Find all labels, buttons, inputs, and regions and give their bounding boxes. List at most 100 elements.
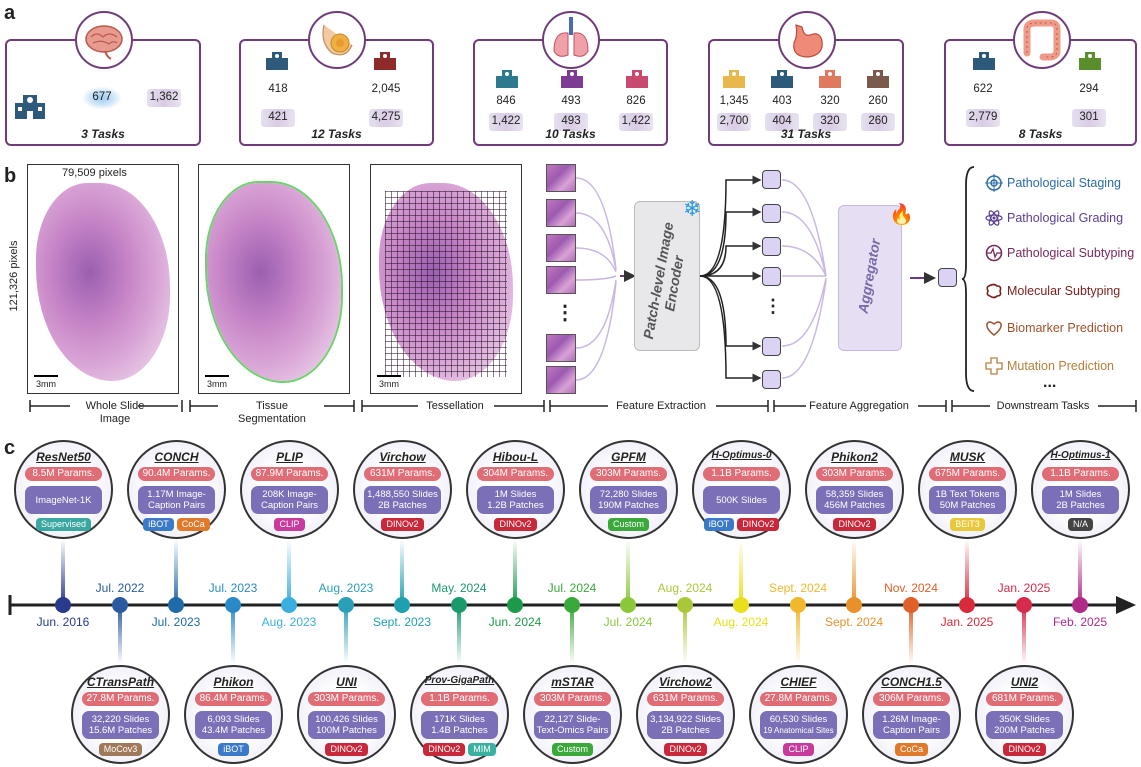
timeline-dot xyxy=(394,597,410,613)
timeline-stem xyxy=(852,539,856,605)
timeline-stem xyxy=(1078,539,1082,605)
heart-icon xyxy=(986,321,1002,336)
organ-panel-colon: 622 294 2,779 301 8 Tasks xyxy=(944,11,1137,146)
training-data: 208K Image-Caption Pairs xyxy=(251,486,328,514)
wsi-height-label: 121,326 pixels xyxy=(8,240,20,312)
model-params: 675M Params. xyxy=(929,467,1006,481)
release-date: Aug. 2024 xyxy=(713,615,769,629)
panel-b-label: b xyxy=(4,165,17,187)
tasks-ellipsis: ... xyxy=(1043,374,1057,391)
timeline-stem xyxy=(626,539,630,605)
organ-panel-lung: 846 493 826 1,422 493 1,422 10 Tasks xyxy=(473,11,668,146)
model-name: mSTAR xyxy=(551,675,594,689)
training-data-line: 500K Slides xyxy=(716,494,767,506)
model-name: CONCH xyxy=(154,450,199,464)
stat-patients: 418 xyxy=(268,83,288,95)
feature-token xyxy=(762,204,781,223)
release-date: Jun. 2016 xyxy=(36,615,90,629)
stat-patients: 320 xyxy=(820,95,840,107)
model-params: 631M Params. xyxy=(647,692,724,706)
timeline-stem xyxy=(513,539,517,605)
lung-icon xyxy=(542,11,600,69)
patch-encoder: Patch-level Image Encoder xyxy=(634,201,700,351)
timeline-dot xyxy=(507,597,523,613)
patch-image xyxy=(546,199,576,227)
stat-slides: 2,700 xyxy=(719,115,749,127)
organ-panel-brain: 677 1,362 3 Tasks xyxy=(5,11,201,146)
slide-embedding xyxy=(938,268,957,287)
scale-label: 3mm xyxy=(379,379,399,389)
training-method-tag: DINOv2 xyxy=(664,743,707,756)
model-name: Prov-GigaPath xyxy=(424,675,495,686)
training-method-tag: DINOv2 xyxy=(325,743,368,756)
training-method-tags: Custom xyxy=(525,743,620,756)
pipeline-arrows xyxy=(576,175,936,383)
release-date: Sept. 2023 xyxy=(372,615,432,629)
training-data: 500K Slides xyxy=(703,486,780,514)
hospital-icon xyxy=(723,70,745,88)
training-data-line: 3,134,922 Slides xyxy=(650,714,721,725)
model-name: Hibou-L xyxy=(492,450,539,464)
task-label: Molecular Subtyping xyxy=(1007,284,1121,298)
training-data-line: 100M Patches xyxy=(316,725,377,736)
training-method-tags: Supervised xyxy=(16,518,111,531)
model-params: 90.4M Params. xyxy=(138,467,215,481)
model-name: CONCH1.5 xyxy=(881,675,942,689)
task-mutation-prediction: Mutation Prediction xyxy=(985,355,1114,377)
stat-slides: 1,422 xyxy=(491,115,521,127)
training-method-tags: Custom xyxy=(581,518,676,531)
training-data-line: 1,488,550 Slides xyxy=(367,489,438,500)
task-label: Pathological Staging xyxy=(1007,176,1121,190)
timeline-stem xyxy=(683,605,687,664)
model-params: 27.8M Params. xyxy=(82,692,159,706)
target-icon xyxy=(985,174,1003,192)
model-name: UNI2 xyxy=(1010,675,1039,689)
slides-icon xyxy=(369,109,403,127)
release-date: Aug. 2023 xyxy=(261,615,317,629)
stat-patients: 1,345 xyxy=(719,95,749,107)
training-data-line: Text-Omics Pairs xyxy=(536,725,609,736)
slides-icon xyxy=(813,113,847,131)
hospital-icon xyxy=(496,70,518,88)
slides-icon xyxy=(261,109,295,127)
training-method-tag: BEiT3 xyxy=(950,518,985,531)
task-label: Biomarker Prediction xyxy=(1007,321,1124,335)
model-name: MUSK xyxy=(949,450,986,464)
aggregator: Aggregator xyxy=(838,205,902,351)
training-method-tags: iBOT xyxy=(186,743,281,756)
training-method-tag: MIM xyxy=(468,743,496,756)
task-label: Mutation Prediction xyxy=(1007,359,1115,373)
training-data-line: Caption Pairs xyxy=(882,725,941,736)
model-name: Phikon2 xyxy=(831,450,878,464)
release-date: Jul. 2023 xyxy=(208,581,258,595)
model-params: 303M Params. xyxy=(816,467,893,481)
model-params: 1.1B Params. xyxy=(1042,467,1119,481)
training-data: ImageNet-1K xyxy=(25,486,102,514)
timeline-dot xyxy=(846,597,862,613)
stat-patients: 2,045 xyxy=(371,83,401,95)
training-method-tag: Custom xyxy=(551,743,593,756)
feature-token xyxy=(762,267,781,286)
patch-image xyxy=(546,234,576,262)
